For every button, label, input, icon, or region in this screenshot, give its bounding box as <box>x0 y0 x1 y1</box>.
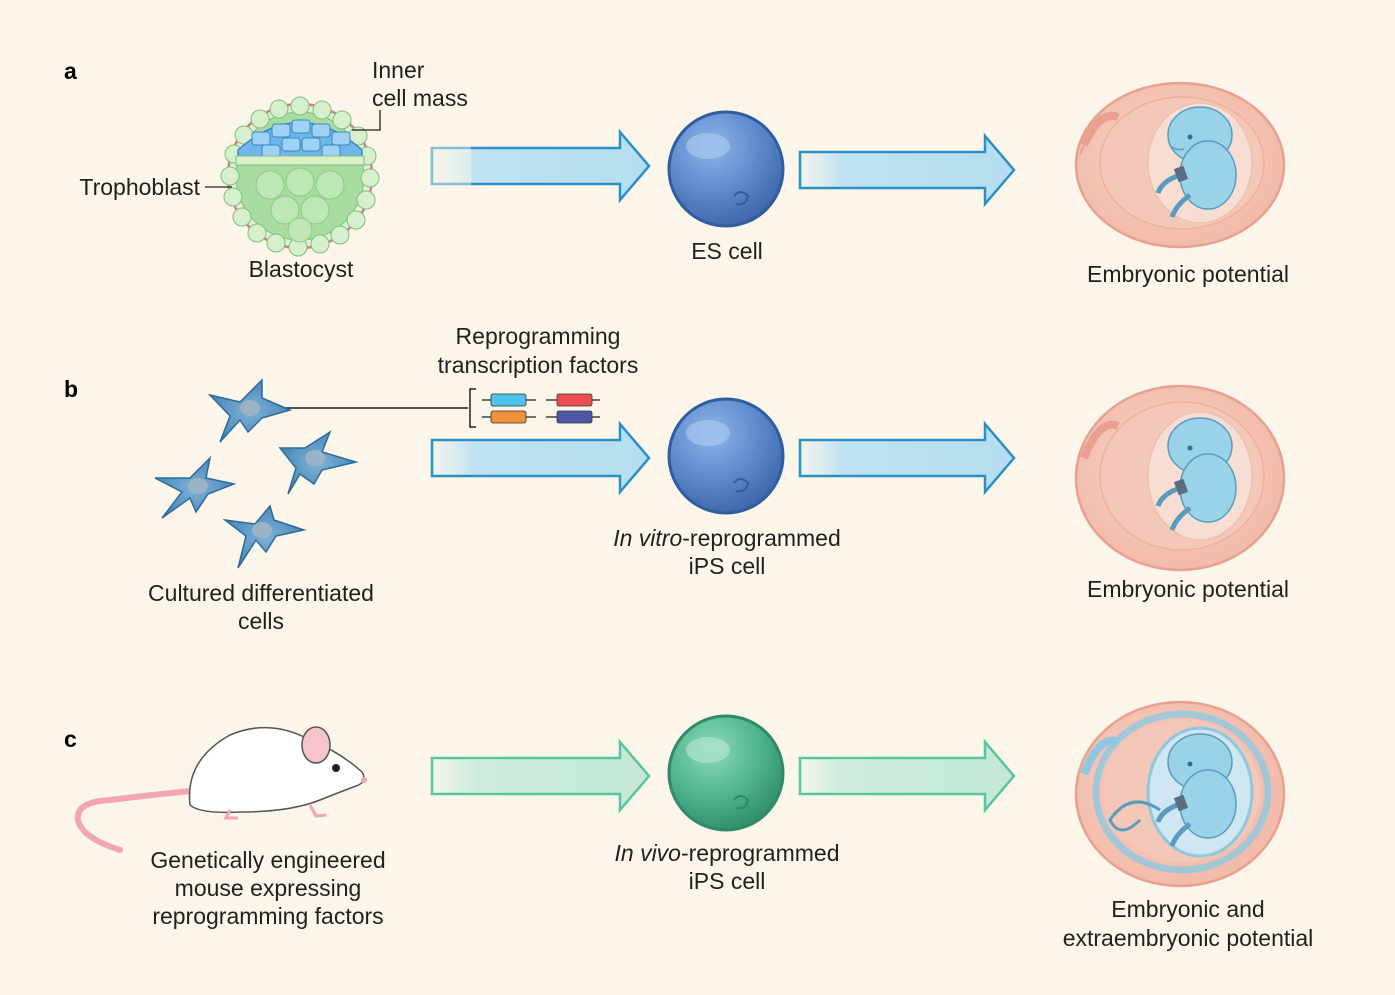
differentiated-cells-illustration <box>154 378 359 569</box>
panel-c: c Genetically engineered mouse expressin… <box>64 700 1314 951</box>
arrow-c1 <box>430 738 651 814</box>
ips-cell-in-vitro <box>667 397 785 515</box>
in-vivo-rest: -reprogrammed <box>681 840 840 866</box>
panel-a-letter: a <box>64 58 77 84</box>
embryonic-potential-label-a: Embryonic potential <box>1087 261 1289 287</box>
factor-gene-red <box>556 393 593 407</box>
arrow-a2 <box>798 132 1016 208</box>
panel-a: a <box>64 57 1289 287</box>
inner-cell-mass-label-line1: Inner <box>372 57 425 83</box>
panel-c-letter: c <box>64 726 77 752</box>
factor-gene-orange <box>490 410 527 424</box>
arrow-b2 <box>798 420 1016 496</box>
arrow-a1 <box>430 128 651 204</box>
mouse-label-line1: Genetically engineered <box>150 847 385 873</box>
embryo-illustration-c <box>1074 700 1286 888</box>
factor-gene-cyan <box>490 393 527 407</box>
transcription-factor-genes <box>469 388 600 428</box>
factor-gene-navy <box>556 410 593 424</box>
cultured-cells-label-line1: Cultured differentiated <box>148 580 374 606</box>
ips-cell-in-vivo-label-line1: In vivo-reprogrammed <box>615 840 840 866</box>
panel-b-letter: b <box>64 376 78 402</box>
mouse-label-line2: mouse expressing <box>175 875 362 901</box>
inner-cell-mass-label-line2: cell mass <box>372 85 468 111</box>
mouse-illustration <box>74 726 367 853</box>
arrow-c2 <box>798 738 1016 814</box>
ips-cell-in-vitro-label-line2: iPS cell <box>689 553 766 579</box>
in-vivo-italic: In vivo <box>615 840 682 866</box>
embryonic-potential-label-b: Embryonic potential <box>1087 576 1289 602</box>
in-vitro-rest: -reprogrammed <box>682 525 841 551</box>
mouse-label-line3: reprogramming factors <box>152 903 383 929</box>
es-cell-label: ES cell <box>691 238 763 264</box>
embryo-illustration-a <box>1074 81 1286 249</box>
ips-cell-in-vivo-label-line2: iPS cell <box>689 868 766 894</box>
panel-b: b Reprogramming transcription factors <box>64 323 1289 634</box>
reprogramming-factors-label-line1: Reprogramming <box>456 323 621 349</box>
ips-cell-in-vivo <box>667 714 785 832</box>
in-vitro-italic: In vitro <box>613 525 682 551</box>
es-cell <box>667 110 785 228</box>
embryo-illustration-b <box>1074 384 1286 572</box>
trophoblast-label: Trophoblast <box>79 174 200 200</box>
blastocyst-label: Blastocyst <box>249 256 354 282</box>
ips-cell-in-vitro-label-line1: In vitro-reprogrammed <box>613 525 841 551</box>
blastocyst-illustration <box>205 96 381 257</box>
arrow-b1 <box>430 420 651 496</box>
potential-c-label-line1: Embryonic and <box>1111 896 1264 922</box>
reprogramming-factors-label-line2: transcription factors <box>438 352 639 378</box>
cultured-cells-label-line2: cells <box>238 608 284 634</box>
potential-c-label-line2: extraembryonic potential <box>1063 925 1314 951</box>
